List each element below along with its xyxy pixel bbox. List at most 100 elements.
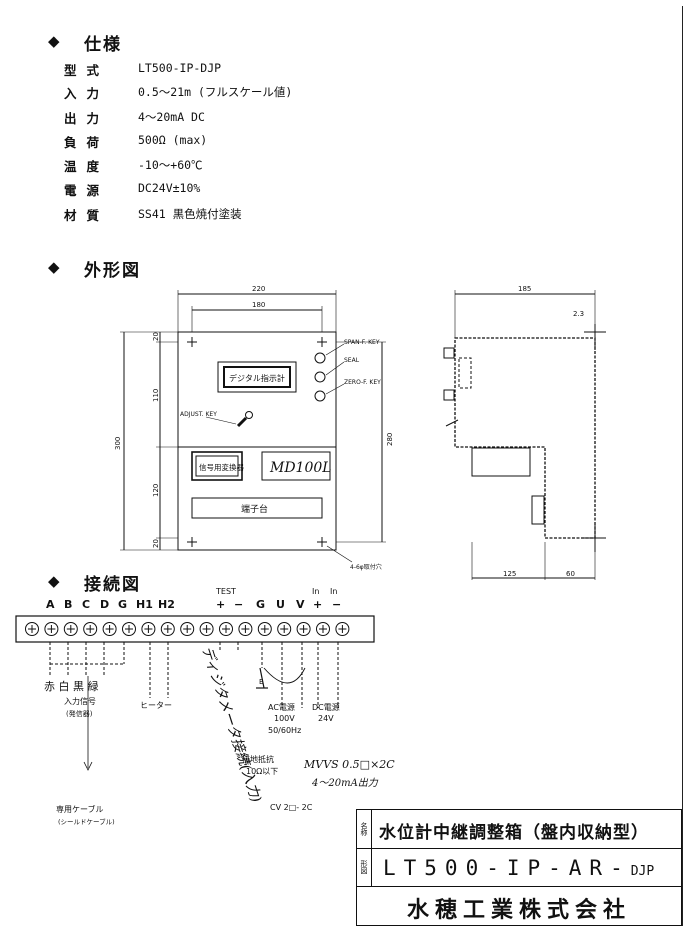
spec-key: 型式	[64, 63, 110, 78]
zero-key-label: ZERO-F. KEY	[344, 379, 381, 386]
terminal-block-box	[191, 497, 323, 519]
dim-width: 220	[252, 285, 265, 293]
title-row-model: 形図 LT500-IP-AR-DJP	[357, 848, 681, 887]
spec-value: -10～+60℃	[138, 158, 203, 172]
seal	[314, 371, 326, 383]
power-letter: V	[296, 598, 305, 611]
title-row-name: 名称 水位計中継調整箱（盤内収納型）	[357, 810, 681, 849]
display-label: デジタル指示計	[229, 373, 285, 383]
signal-converter-box	[191, 451, 243, 481]
terminal-screw	[44, 622, 59, 636]
adjust-key-label: ADJUST. KEY	[180, 411, 217, 418]
dim-hole-pitch: 180	[252, 301, 265, 309]
spec-key: 電源	[64, 183, 110, 198]
terminal-screw	[180, 622, 195, 636]
dc-volt-label: 24V	[318, 714, 334, 723]
section-title-spec: 仕様	[84, 35, 122, 55]
term-letter: G	[118, 598, 127, 611]
test-label: TEST	[215, 588, 236, 596]
terminal-screw	[102, 622, 117, 636]
side-dim-bottom-b: 60	[566, 570, 575, 578]
front-enclosure	[177, 331, 337, 551]
terminal-screw	[160, 622, 175, 636]
section-title-outline: 外形図	[84, 261, 141, 281]
transmitter-label: (発信器)	[66, 709, 93, 718]
signal-box-label: 信号用変換器	[199, 462, 244, 472]
outline-drawing: 220 180 300 20 110 120 20 280 デジタル指示計 SP…	[114, 285, 606, 580]
spec-row: 負荷 500Ω (max)	[64, 132, 207, 151]
power-letter: U	[276, 598, 285, 611]
dc-power-label: DC電源	[312, 703, 340, 712]
cv-cable-label: CV 2□- 2C	[270, 803, 313, 812]
page-frame	[18, 6, 683, 926]
ground-mark: E	[259, 678, 263, 686]
dim-bottom: 20	[152, 539, 160, 548]
term-letter: A	[46, 598, 55, 611]
model-main: LT500-IP-AR-	[383, 856, 631, 880]
term-letter: D	[100, 598, 109, 611]
power-letter: G	[256, 598, 265, 611]
spec-row: 型式 LT500-IP-DJP	[64, 60, 221, 79]
spec-value: SS41 黒色焼付塗装	[138, 207, 242, 221]
term-letter: H1	[136, 598, 153, 611]
zero-key	[314, 390, 326, 402]
shield-cable-label: (シールドケーブル)	[58, 817, 115, 826]
spec-row: 出力 4～20mA DC	[64, 108, 205, 127]
digital-meter-note: ディジタメータ接続(入力)	[198, 644, 264, 804]
spec-key: 温度	[64, 159, 110, 174]
terminal-screw	[122, 622, 136, 636]
cable-note-2: 4～20mA出力	[311, 777, 379, 789]
section-bullet: ◆	[48, 572, 60, 590]
spec-row: 電源 DC24V±10%	[64, 180, 200, 199]
section-bullet: ◆	[48, 32, 60, 50]
wiring-diagram: A B C D G H1 H2 TEST + − G U V In In + −…	[15, 588, 395, 826]
wire-colors: 赤 白 黒 緑	[44, 679, 99, 693]
ac-volt-label: 100V	[274, 714, 295, 723]
spec-value: DC24V±10%	[138, 181, 201, 195]
terminal-screw	[141, 622, 156, 636]
terminal-screw	[316, 622, 330, 636]
terminal-screw	[257, 622, 272, 636]
terminal-screw	[335, 622, 350, 636]
heater-label: ヒーター	[140, 701, 172, 710]
test-sign: −	[234, 598, 243, 611]
terminal-screw	[296, 622, 311, 636]
title-block: 名称 水位計中継調整箱（盤内収納型） 形図 LT500-IP-AR-DJP 水穂…	[356, 809, 682, 926]
ground-val-label: 10Ω以下	[246, 767, 278, 776]
spec-value: LT500-IP-DJP	[138, 61, 222, 75]
span-key	[314, 352, 326, 364]
spec-key: 出力	[64, 111, 110, 126]
side-dim-depth: 185	[518, 285, 531, 293]
spec-key: 負荷	[64, 135, 110, 150]
dim-height: 300	[114, 437, 122, 450]
dim-upper: 110	[152, 389, 160, 402]
dim-top: 20	[152, 332, 160, 341]
md100l-box	[261, 451, 331, 481]
term-letter: C	[82, 598, 90, 611]
name-value: 水位計中継調整箱（盤内収納型）	[379, 823, 649, 843]
model-suffix: DJP	[630, 864, 655, 879]
model-value: LT500-IP-AR-DJP	[383, 856, 654, 880]
test-sign: +	[216, 598, 225, 611]
term-letter: H2	[158, 598, 175, 611]
terminal-screw	[63, 622, 78, 636]
spec-value: 4～20mA DC	[138, 110, 205, 124]
terminal-screw	[25, 622, 39, 636]
mount-holes-label: 4-6φ取付穴	[350, 563, 382, 571]
digital-meter-box	[217, 361, 297, 393]
ground-res-label: 接地抵抗	[242, 754, 274, 764]
terminal-screw	[277, 622, 292, 636]
in-sign: −	[332, 598, 341, 611]
terminal-strip	[15, 615, 375, 643]
spec-row: 材質 SS41 黒色焼付塗装	[64, 205, 242, 224]
side-enclosure	[454, 337, 596, 539]
span-key-label: SPAN-F. KEY	[344, 339, 380, 346]
spec-value: 500Ω (max)	[138, 133, 208, 147]
in-label: In	[330, 588, 337, 596]
spec-row: 入力 0.5～21m (フルスケール値)	[64, 83, 292, 102]
input-signal-label: 入力信号	[64, 696, 96, 706]
company-name: 水穂工業株式会社	[406, 898, 631, 923]
terminal-screw	[83, 622, 98, 636]
section-title-wiring: 接続図	[84, 575, 141, 595]
terminal-label: 端子台	[241, 503, 268, 515]
